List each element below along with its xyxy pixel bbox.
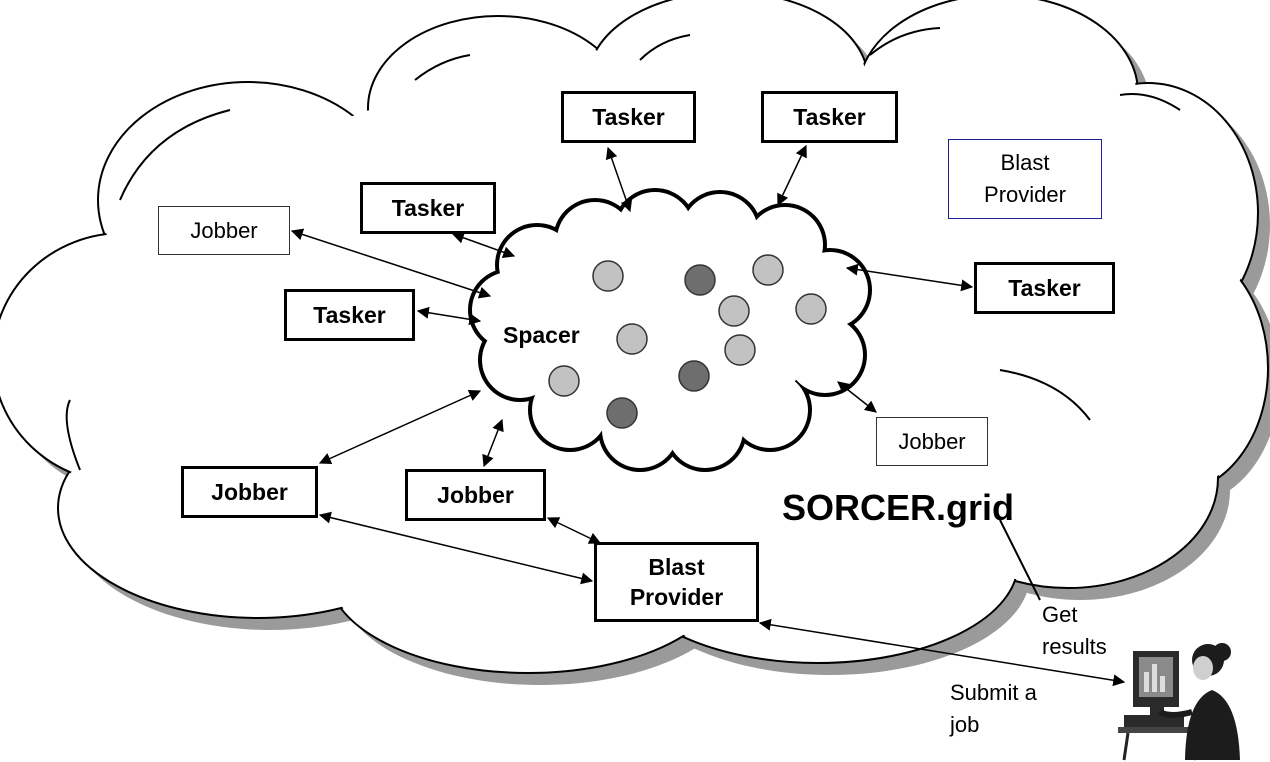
space-entry [606,397,638,429]
arrow-jobber-bottom-mid-blast [546,517,602,544]
tasker-node-left: Tasker [284,289,415,341]
connections [290,144,1126,687]
jobber-node-right: Jobber [876,417,988,466]
arrow-jobber-thin-spacer [290,228,492,299]
arrow-tasker-top-left-spacer [605,146,633,213]
blast-provider-node-bold: Blast Provider [594,542,759,622]
space-entry [548,365,580,397]
space-entry [592,260,624,292]
arrow-tasker-top-right-spacer [777,144,807,207]
grid-cloud-inner-arcs [65,27,1181,601]
blast-provider-node-thin: Blast Provider [948,139,1102,219]
submit-job-label: Submit a job [950,680,1037,737]
arrow-tasker-right-spacer [845,263,974,292]
jobber-node-left: Jobber [158,206,290,255]
tasker-node-right: Tasker [974,262,1115,314]
tasker-node-mid: Tasker [360,182,496,234]
space-entry [684,264,716,296]
get-results-label: Get results [1042,602,1107,659]
arrow-jobber-bottom-mid-spacer [482,418,504,468]
arrow-blast-user [758,618,1126,687]
jobber-node-bottom-mid: Jobber [405,469,546,521]
space-entry [724,334,756,366]
space-entry [616,323,648,355]
arrow-jobber-bottom-left-spacer [318,389,482,465]
space-entry [678,360,710,392]
space-entry [752,254,784,286]
user-computer-icon [1118,643,1240,761]
arrow-tasker-left-spacer [416,306,482,326]
arrow-jobber-right-spacer [837,381,877,413]
space-entry [718,295,750,327]
tasker-node-top-left: Tasker [561,91,696,143]
jobber-node-bottom-left: Jobber [181,466,318,518]
space-objects [548,254,827,429]
space-entry [795,293,827,325]
grid-title: SORCER.grid [782,487,1015,528]
spacer-label: Spacer [503,322,580,348]
tasker-node-top-right: Tasker [761,91,898,143]
arrow-jobber-bottom-left-blast [318,511,594,585]
